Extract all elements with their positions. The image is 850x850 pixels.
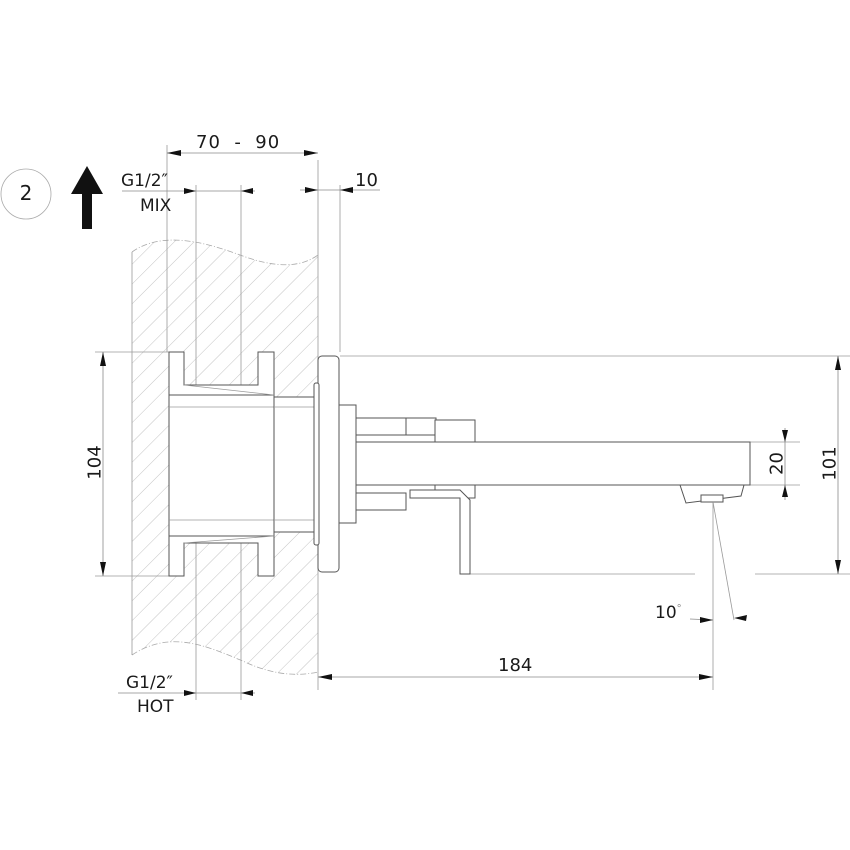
- dim-plate-thickness: 10: [355, 170, 378, 191]
- dimension-lines: [100, 150, 841, 696]
- dim-wall-depth: 70 - 90: [196, 132, 281, 153]
- dim-spout-height: 20: [766, 452, 788, 475]
- dim-overall-height: 101: [819, 446, 841, 481]
- up-arrow-icon: [71, 166, 103, 229]
- angle-value: 10: [655, 603, 677, 623]
- view-number-badge: [0, 168, 52, 220]
- mix-label: MIX: [140, 196, 172, 216]
- dim-body-height: 104: [84, 445, 106, 480]
- dim-spout-angle: 10°: [655, 603, 682, 623]
- hot-label: HOT: [137, 697, 174, 717]
- degree-symbol: °: [676, 603, 682, 615]
- extension-lines: [95, 145, 850, 700]
- valve-body: [168, 351, 318, 577]
- hot-thread-label: G1/2″: [126, 673, 173, 693]
- spout-assembly: [338, 404, 751, 621]
- dim-spout-projection: 184: [498, 655, 533, 676]
- wall-plate: [313, 355, 340, 573]
- mix-thread-label: G1/2″: [121, 171, 168, 191]
- badge-number: 2: [19, 181, 33, 205]
